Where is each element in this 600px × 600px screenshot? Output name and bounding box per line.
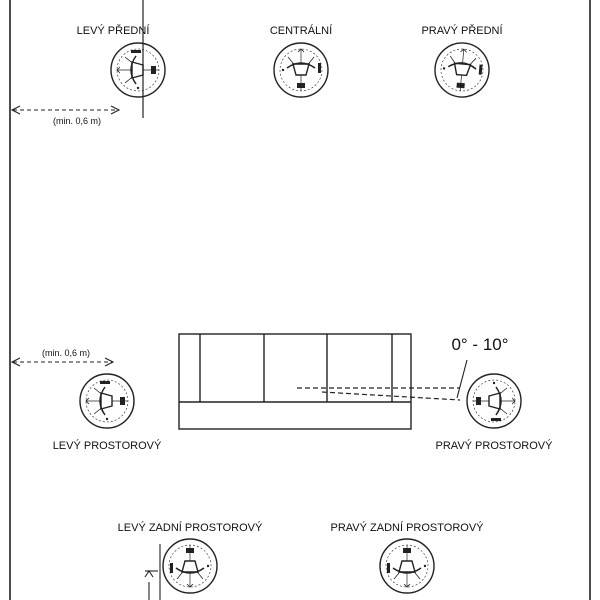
speaker-surround-right: PRAVÝ PROSTOROVÝ — [436, 373, 554, 452]
front-min-distance-label: (min. 0,6 m) — [53, 116, 101, 126]
label-surround-left: LEVÝ PROSTOROVÝ — [53, 439, 162, 452]
back-left-marker — [144, 544, 161, 600]
angle-pointer — [456, 359, 468, 399]
speaker-center: CENTRÁLNÍ — [270, 24, 333, 98]
speaker-front-right: PRAVÝ PŘEDNÍ — [421, 24, 503, 101]
room-outline — [9, 0, 591, 600]
speaker-surround-left: LEVÝ PROSTOROVÝ — [53, 373, 162, 452]
label-front-left: LEVÝ PŘEDNÍ — [77, 24, 151, 37]
label-surround-back-right: PRAVÝ ZADNÍ PROSTOROVÝ — [330, 521, 484, 534]
speaker-front-left: LEVÝ PŘEDNÍ — [77, 24, 166, 98]
angle-lines — [297, 387, 461, 401]
front-distance-dimension — [10, 105, 121, 115]
sofa — [178, 333, 412, 430]
label-surround-back-left: LEVÝ ZADNÍ PROSTOROVÝ — [118, 521, 263, 534]
side-distance-dimension — [10, 357, 115, 367]
label-center: CENTRÁLNÍ — [270, 24, 333, 37]
label-front-right: PRAVÝ PŘEDNÍ — [421, 24, 503, 37]
side-min-distance-label: (min. 0,6 m) — [42, 348, 90, 358]
angle-label: 0° - 10° — [451, 335, 508, 354]
speaker-surround-back-right: PRAVÝ ZADNÍ PROSTOROVÝ — [330, 521, 484, 594]
label-surround-right: PRAVÝ PROSTOROVÝ — [436, 439, 554, 452]
speaker-surround-back-left: LEVÝ ZADNÍ PROSTOROVÝ — [118, 521, 263, 594]
